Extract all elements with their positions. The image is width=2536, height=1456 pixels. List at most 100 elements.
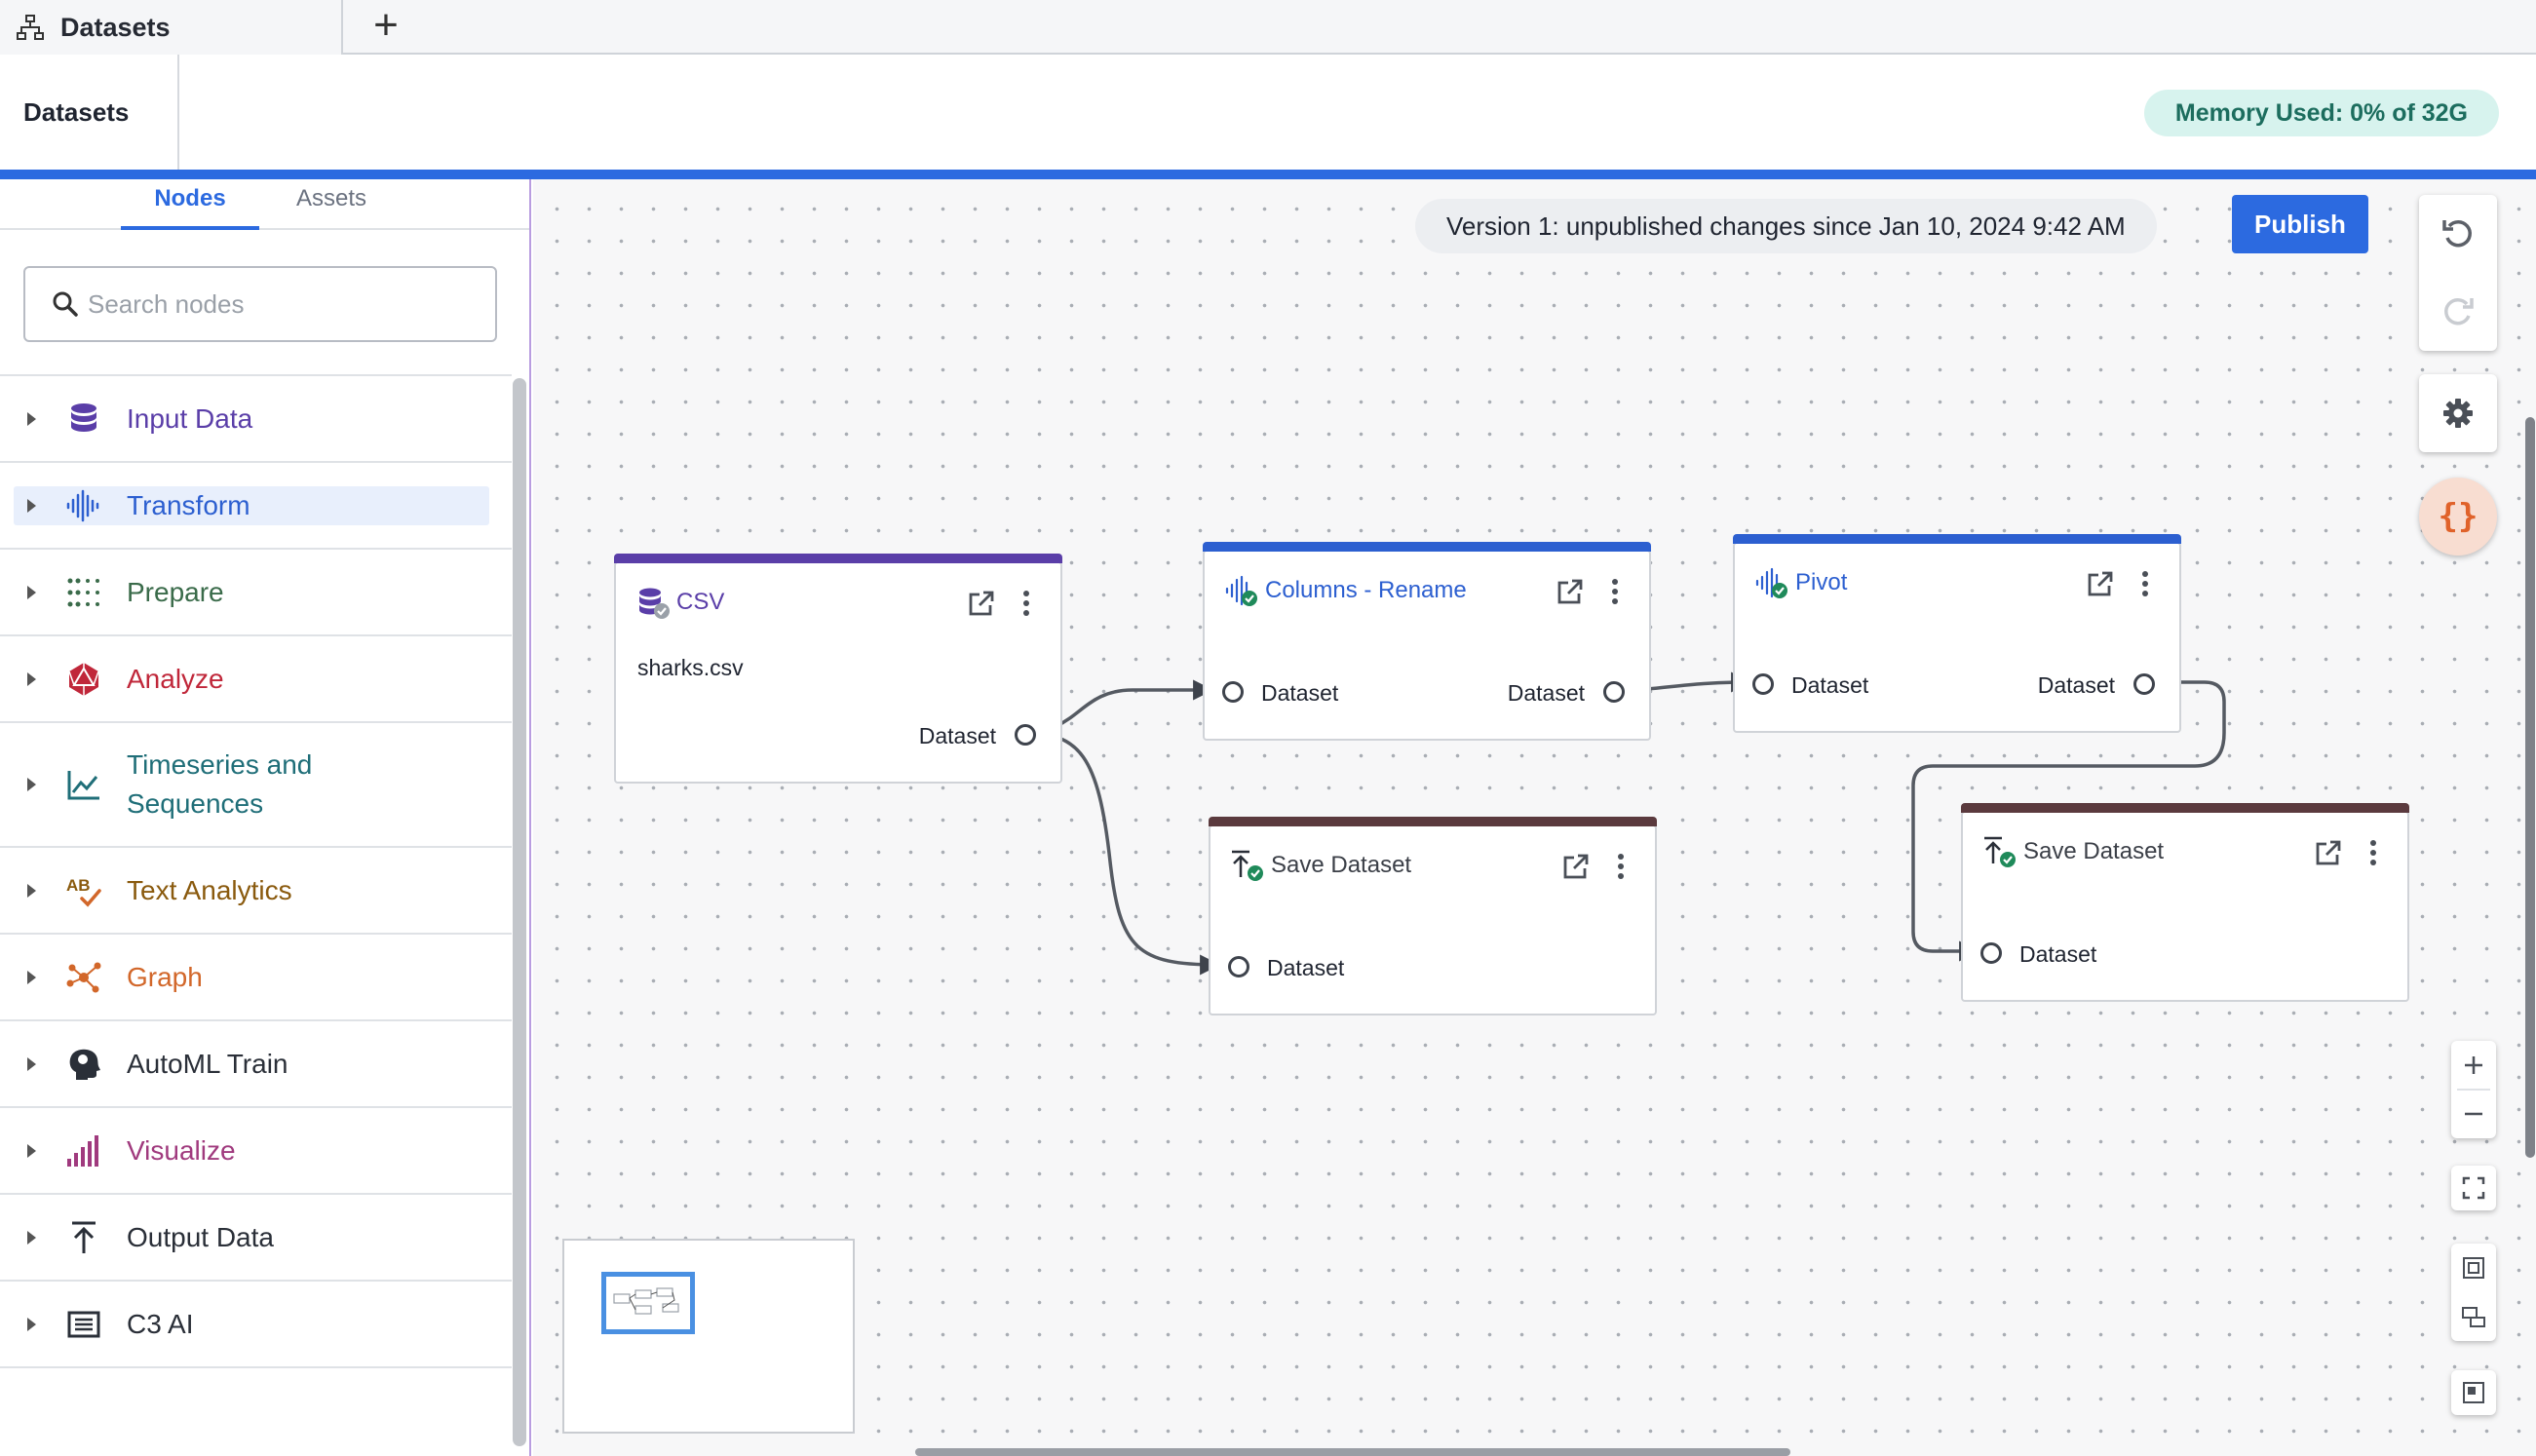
category-visualize[interactable]: Visualize: [0, 1108, 512, 1195]
tab-assets[interactable]: Assets: [283, 185, 380, 230]
minimap-graph: [606, 1277, 690, 1329]
page-title: Datasets: [0, 55, 179, 170]
open-external-icon[interactable]: [1556, 577, 1585, 606]
graph-network-icon: [64, 958, 103, 997]
canvas-horizontal-scrollbar[interactable]: [915, 1448, 1790, 1456]
category-label: Prepare: [127, 573, 224, 612]
waveform-check-icon: [1754, 565, 1789, 600]
node-save-dataset[interactable]: Save Dataset Dataset: [1961, 811, 2409, 1002]
node-title: Pivot: [1795, 569, 1847, 596]
search-box[interactable]: [23, 266, 497, 342]
search-icon: [51, 289, 80, 319]
node-pivot[interactable]: Pivot Dataset Dataset: [1733, 542, 2181, 733]
hierarchy-icon: [16, 13, 45, 42]
tab-nodes[interactable]: Nodes: [121, 185, 259, 230]
category-label: Input Data: [127, 400, 252, 439]
add-tab-button[interactable]: +: [363, 4, 409, 51]
node-title: CSV: [676, 589, 724, 616]
category-graph[interactable]: Graph: [0, 935, 512, 1021]
search-input[interactable]: [88, 289, 478, 320]
minimap-viewport[interactable]: [601, 1272, 695, 1334]
minimap-toggle-button[interactable]: [2451, 1370, 2496, 1415]
database-icon: [64, 400, 103, 439]
tab-datasets[interactable]: Datasets: [0, 0, 343, 55]
input-port-label: Dataset: [1791, 672, 1868, 699]
category-input-data[interactable]: Input Data: [0, 376, 512, 463]
redo-button[interactable]: [2419, 273, 2497, 351]
node-color-bar: [1209, 817, 1657, 826]
open-external-icon[interactable]: [2314, 838, 2343, 867]
category-analyze[interactable]: Analyze: [0, 636, 512, 723]
sidebar-scrollbar[interactable]: [513, 378, 526, 1446]
output-port-label: Dataset: [919, 723, 996, 749]
category-output-data[interactable]: Output Data: [0, 1195, 512, 1282]
fit-view-button[interactable]: [2451, 1166, 2496, 1210]
more-vertical-icon[interactable]: [2140, 569, 2150, 598]
input-port[interactable]: [1228, 956, 1249, 977]
open-external-icon[interactable]: [1561, 852, 1591, 881]
align-nodes-button[interactable]: [2451, 1292, 2496, 1341]
node-library-sidebar: Nodes Assets Input Data Tra: [0, 179, 531, 1456]
settings-button[interactable]: [2419, 374, 2497, 452]
auto-layout-button[interactable]: [2451, 1244, 2496, 1292]
node-title: Save Dataset: [2023, 838, 2164, 865]
upload-arrow-icon: [64, 1218, 103, 1257]
c3-logo-icon: [64, 1305, 103, 1344]
more-vertical-icon[interactable]: [1021, 589, 1031, 618]
category-label: Transform: [127, 486, 250, 525]
minimap-icon: [2462, 1381, 2485, 1404]
category-c3-ai[interactable]: C3 AI: [0, 1282, 512, 1368]
page-header: Datasets Memory Used: 0% of 32G: [0, 55, 2536, 170]
caret-right-icon: [27, 778, 36, 791]
category-prepare[interactable]: Prepare: [0, 550, 512, 636]
input-port-label: Dataset: [1267, 955, 1344, 981]
input-port[interactable]: [1752, 673, 1774, 695]
zoom-group: [2451, 1041, 2496, 1138]
category-label: Graph: [127, 958, 203, 997]
caret-right-icon: [27, 1144, 36, 1158]
more-vertical-icon[interactable]: [1616, 852, 1626, 881]
output-port[interactable]: [1015, 724, 1036, 746]
category-label: C3 AI: [127, 1305, 193, 1344]
node-color-bar: [1733, 534, 2181, 544]
caret-right-icon: [27, 672, 36, 686]
canvas-vertical-scrollbar[interactable]: [2525, 417, 2535, 1158]
caret-right-icon: [27, 412, 36, 426]
code-view-button[interactable]: {}: [2419, 478, 2497, 556]
category-transform[interactable]: Transform: [0, 463, 512, 550]
output-port-label: Dataset: [2038, 672, 2115, 699]
open-external-icon[interactable]: [967, 589, 996, 618]
category-timeseries[interactable]: Timeseries and Sequences: [0, 723, 512, 848]
undo-icon: [2440, 216, 2476, 251]
node-file-name: sharks.csv: [637, 655, 744, 681]
category-automl-train[interactable]: AutoML Train: [0, 1021, 512, 1108]
output-port[interactable]: [2133, 673, 2155, 695]
svg-text:AB: AB: [66, 876, 91, 895]
tab-label: Datasets: [60, 13, 171, 43]
open-external-icon[interactable]: [2086, 569, 2115, 598]
more-vertical-icon[interactable]: [2368, 838, 2378, 867]
undo-button[interactable]: [2419, 195, 2497, 273]
publish-button[interactable]: Publish: [2232, 195, 2368, 253]
brain-head-icon: [64, 1045, 103, 1084]
memory-badge: Memory Used: 0% of 32G: [2144, 90, 2499, 136]
layout-group: [2451, 1244, 2496, 1341]
plus-icon: [2463, 1054, 2484, 1076]
category-text-analytics[interactable]: AB Text Analytics: [0, 848, 512, 935]
waveform-check-icon: [1224, 573, 1259, 608]
input-port-label: Dataset: [1261, 680, 1338, 707]
input-port[interactable]: [1980, 942, 2002, 964]
node-columns-rename[interactable]: Columns - Rename Dataset Dataset: [1203, 550, 1651, 741]
database-check-icon: [635, 585, 671, 620]
node-csv[interactable]: CSV sharks.csv Dataset: [614, 561, 1062, 784]
minimap[interactable]: [562, 1239, 855, 1434]
category-label: AutoML Train: [127, 1045, 288, 1084]
input-port[interactable]: [1222, 681, 1244, 703]
output-port[interactable]: [1603, 681, 1625, 703]
workflow-canvas[interactable]: Version 1: unpublished changes since Jan…: [533, 179, 2536, 1456]
more-vertical-icon[interactable]: [1610, 577, 1620, 606]
zoom-in-button[interactable]: [2451, 1041, 2496, 1090]
waveform-icon: [64, 486, 103, 525]
node-save-dataset[interactable]: Save Dataset Dataset: [1209, 824, 1657, 1015]
zoom-out-button[interactable]: [2451, 1090, 2496, 1138]
